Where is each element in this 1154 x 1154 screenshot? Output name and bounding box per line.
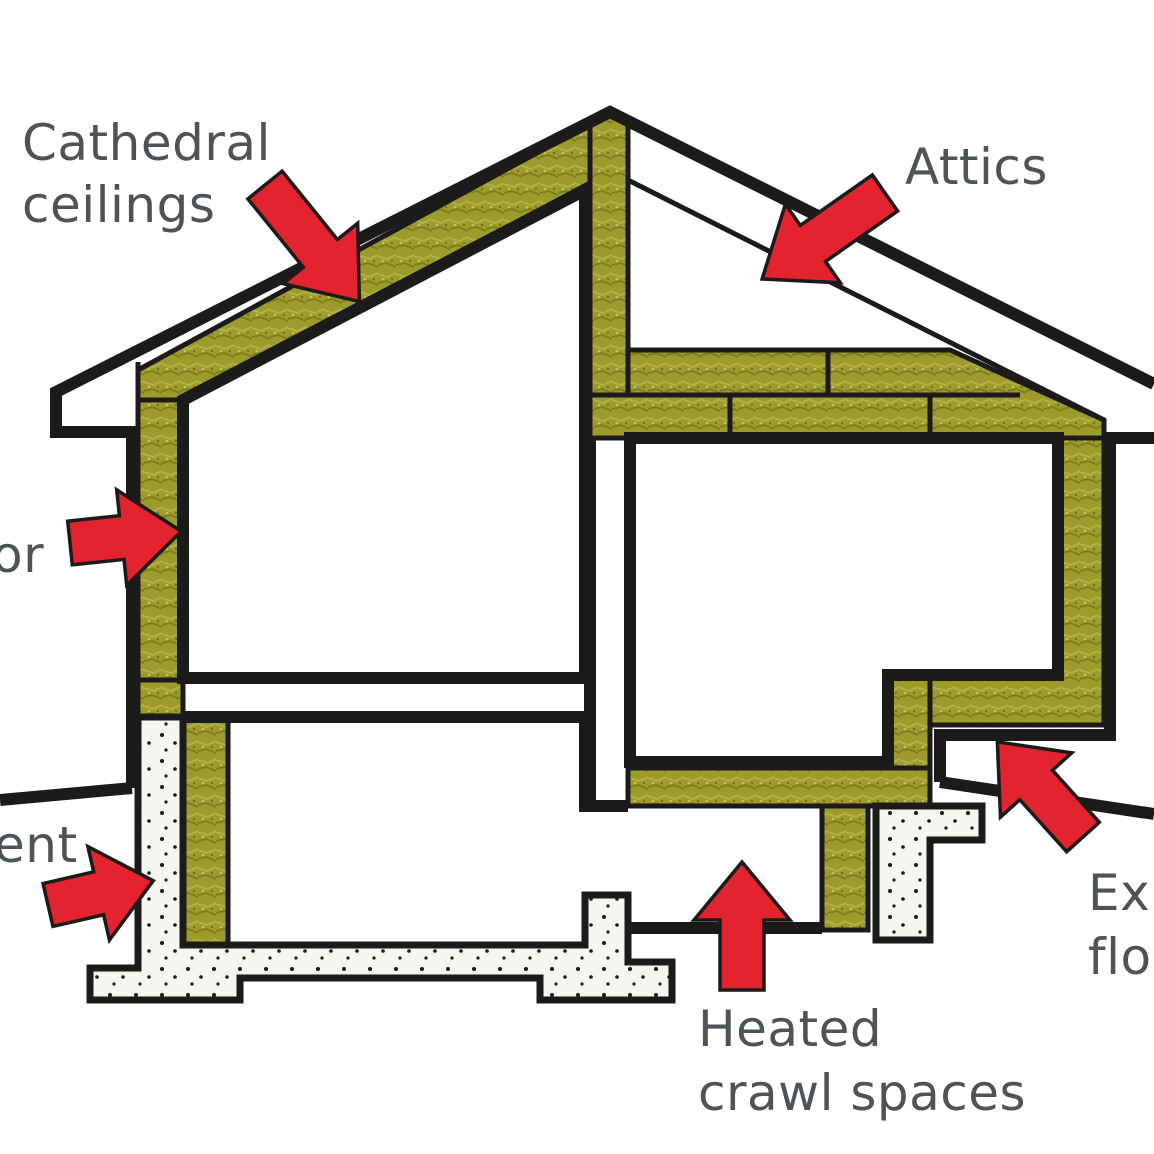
arrow-heated-crawl-spaces [690,859,794,992]
label-exposed-floors-2: flo [1088,928,1152,986]
label-basement-walls: ent [0,816,78,874]
house-outline [50,105,1154,788]
arrow-basement-walls [40,843,156,945]
label-cathedral-ceilings-1: Cathedral [22,114,271,172]
room-outlines [177,180,1064,934]
basement-foundation [86,713,676,1004]
label-attics: Attics [905,138,1048,196]
crawl-space-foundation [872,802,986,944]
label-cathedral-ceilings-2: ceilings [22,176,215,234]
basement-wall-insulation [180,714,231,948]
right-wall-insulation [887,435,1107,771]
crawl-space-wall-insulation [819,803,871,933]
label-exposed-floors-1: Exp [1088,864,1154,922]
arrow-exposed-floors [995,739,1102,855]
exposed-floor-insulation [625,765,933,809]
label-exterior-walls: or [0,526,44,584]
arrow-attics [759,172,901,285]
arrow-cathedral-ceilings [245,168,362,304]
attic-floor-insulation [587,347,1107,441]
label-heated-crawl-2: crawl spaces [698,1064,1026,1122]
arrow-exterior-walls [65,486,185,590]
label-heated-crawl-1: Heated [698,1000,882,1058]
center-wall-insulation [587,106,631,441]
